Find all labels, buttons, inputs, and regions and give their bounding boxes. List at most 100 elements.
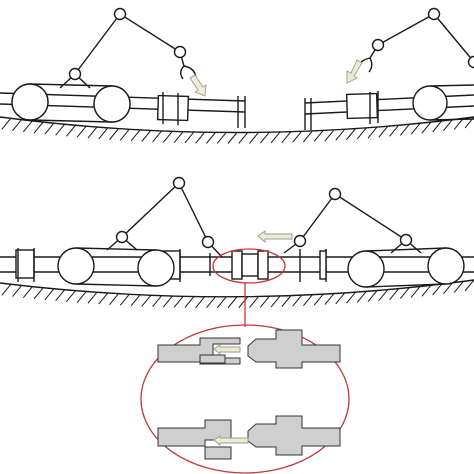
top-panel (0, 7, 474, 144)
detail-highlight-ellipse (212, 248, 286, 284)
hatch-mark (216, 296, 227, 309)
hatch-mark (270, 131, 281, 144)
top-ground-hatching (0, 116, 474, 144)
hatch-mark (12, 285, 22, 297)
hatch-mark (173, 131, 184, 144)
hatch-mark (141, 294, 152, 307)
hatch-mark (98, 292, 109, 305)
hatch-mark (44, 122, 55, 135)
hatch-mark (227, 296, 238, 309)
hatch-mark (152, 295, 162, 307)
hatch-mark (421, 121, 432, 134)
hatch-mark (76, 125, 87, 138)
hatch-mark (464, 279, 474, 292)
hatch-mark (55, 289, 66, 302)
top-right-arrow-icon (346, 59, 363, 84)
joint-icon (467, 55, 474, 69)
hatch-mark (292, 294, 303, 307)
hatch-mark (270, 295, 281, 308)
hatch-mark (22, 286, 33, 298)
hatch-mark (109, 128, 119, 140)
middle-right-crawler (347, 247, 465, 288)
hatch-mark (399, 123, 410, 136)
hatch-mark (367, 126, 378, 139)
hatch-mark (249, 132, 259, 144)
hatch-mark (356, 127, 367, 140)
hatch-mark (98, 127, 109, 140)
hatch-mark (399, 287, 410, 299)
hatch-mark (1, 283, 12, 296)
top-left-arrow-icon (189, 74, 207, 97)
hatch-mark (130, 294, 141, 307)
middle-right-arm (283, 187, 422, 254)
joint-icon (201, 235, 215, 249)
hatch-mark (152, 130, 162, 143)
top-right-arm (357, 7, 474, 73)
hatch-mark (33, 121, 44, 134)
hatch-mark (453, 281, 464, 293)
hatch-mark (109, 293, 119, 306)
hatch-mark (346, 128, 356, 140)
detail-lower-joint (157, 415, 341, 460)
joint-icon (328, 187, 342, 201)
joint-icon (371, 38, 385, 52)
joint-icon (173, 45, 187, 59)
hatch-mark (281, 295, 292, 307)
detail-lower-arrow-icon (213, 435, 249, 446)
top-left-arm (59, 7, 197, 89)
hatch-mark (238, 132, 249, 144)
detail-upper-arrow-icon (213, 344, 241, 355)
hatch-mark (66, 124, 76, 137)
middle-left-crawler (57, 247, 175, 287)
hatch-mark (44, 288, 55, 301)
hatch-mark (335, 128, 346, 141)
hatch-mark (162, 131, 173, 143)
hatch-mark (173, 295, 184, 308)
hatch-mark (66, 290, 76, 302)
hatch-mark (184, 131, 195, 144)
hatch-mark (335, 292, 346, 305)
hatch-mark (119, 128, 130, 141)
hatch-mark (55, 123, 66, 136)
hatch-mark (303, 294, 313, 307)
joint-icon (293, 234, 307, 248)
middle-arrow-icon (257, 230, 293, 243)
hatch-mark (76, 291, 87, 303)
hatch-mark (432, 283, 443, 296)
joint-icon (113, 7, 127, 21)
hatch-mark (22, 120, 33, 133)
hatch-mark (410, 122, 421, 135)
hatch-mark (443, 119, 453, 132)
middle-ground-hatching (0, 279, 474, 309)
hatch-mark (238, 296, 249, 308)
detail-zoom-ellipse (140, 324, 350, 474)
joint-icon (172, 176, 186, 190)
hatch-mark (249, 296, 259, 308)
hatch-mark (206, 132, 216, 144)
hatch-mark (443, 282, 453, 295)
joint-icon (115, 230, 129, 244)
hatch-mark (184, 296, 195, 308)
hatch-mark (195, 131, 206, 144)
hatch-mark (259, 131, 270, 144)
hatch-mark (324, 129, 335, 142)
hatch-mark (87, 291, 98, 304)
top-right-crawler (412, 84, 474, 121)
hatch-mark (356, 291, 367, 303)
hatch-mark (367, 290, 378, 302)
top-left-crawler (11, 83, 131, 123)
hatch-mark (389, 288, 399, 300)
hatch-mark (453, 118, 464, 130)
hatch-mark (313, 130, 324, 142)
hatch-mark (346, 291, 356, 304)
hatch-mark (130, 129, 141, 142)
middle-left-arm (106, 176, 223, 258)
detail-panel (140, 324, 350, 474)
hatch-mark (432, 120, 443, 133)
hatch-mark (313, 293, 324, 306)
hatch-mark (206, 296, 216, 309)
hatch-mark (292, 131, 303, 143)
hatch-mark (378, 289, 389, 301)
